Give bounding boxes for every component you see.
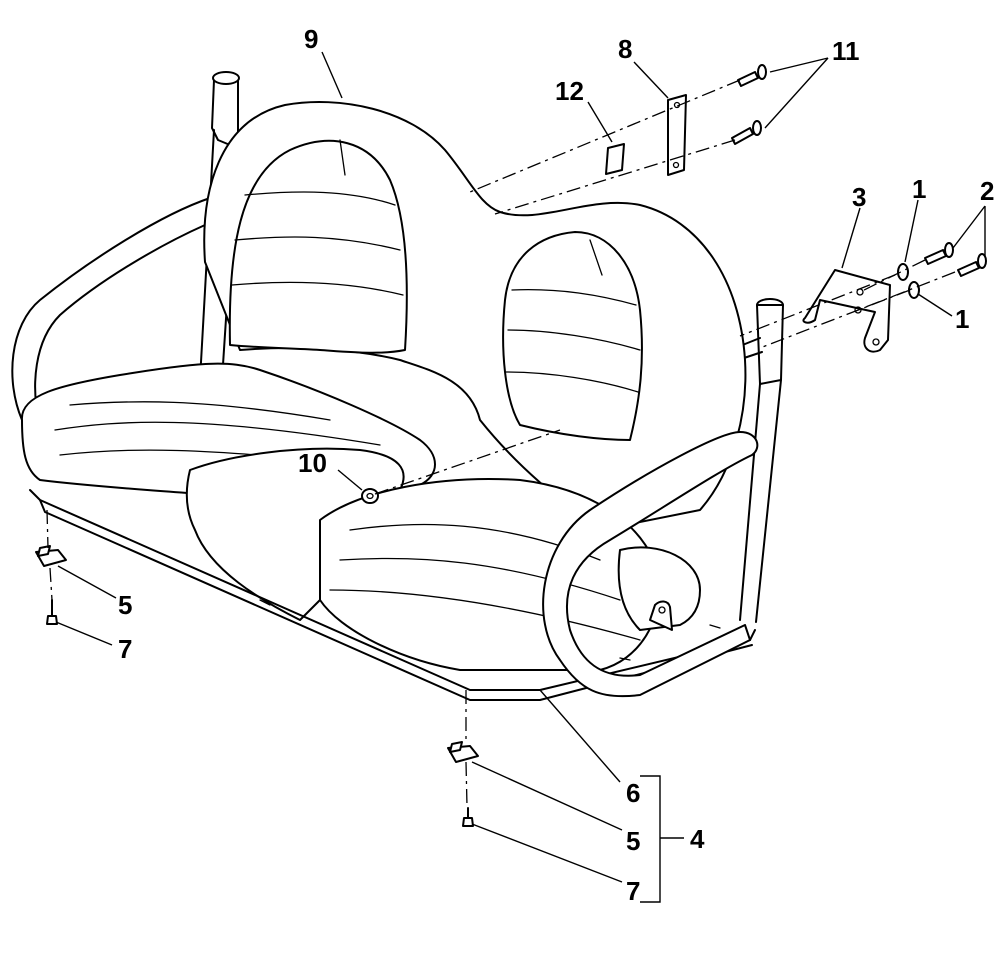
callout-5-right: 5 [626, 826, 640, 856]
alignment-lines [46, 79, 956, 807]
leader-lines [55, 51, 986, 903]
callout-3: 3 [852, 182, 866, 212]
bolt-lower [731, 120, 762, 145]
mounting-bracket [802, 269, 891, 353]
callout-7-right: 7 [626, 876, 640, 906]
callout-1-lower: 1 [955, 304, 969, 334]
callout-8: 8 [618, 34, 632, 64]
callout-7-left: 7 [118, 634, 132, 664]
callout-10: 10 [298, 448, 327, 478]
callout-11: 11 [832, 36, 860, 66]
callout-4: 4 [690, 824, 705, 854]
nut [361, 488, 379, 504]
callout-9: 9 [304, 24, 318, 54]
clip-right [447, 741, 479, 763]
callout-labels: 9 8 11 12 3 1 2 1 10 5 7 6 5 4 7 [118, 24, 994, 906]
seat-back-cushion [203, 101, 747, 531]
back-plate [667, 94, 687, 176]
callout-6: 6 [626, 778, 640, 808]
decal-label [605, 143, 625, 175]
screw-left [46, 599, 58, 625]
bolt-right-upper [924, 242, 954, 265]
callout-5-left: 5 [118, 590, 132, 620]
clip-left [35, 545, 67, 567]
washer-upper [897, 263, 909, 281]
callout-12: 12 [555, 76, 584, 106]
bolt-right-lower [957, 253, 987, 277]
screw-right [462, 807, 474, 827]
bolt-upper [737, 64, 767, 87]
seat-bottom-cushion [20, 362, 756, 701]
callout-1-upper: 1 [912, 174, 926, 204]
right-armrest [542, 431, 759, 698]
callout-2: 2 [980, 176, 994, 206]
